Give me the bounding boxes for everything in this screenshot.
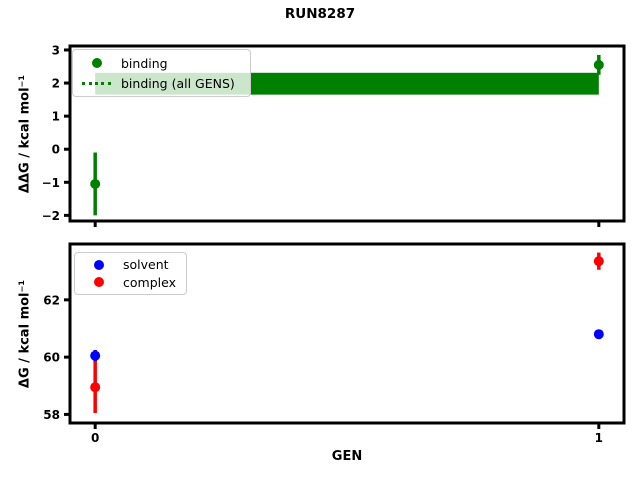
axes-frame: [68, 44, 626, 223]
legend-entry-binding-all-gens: binding (all GENS): [82, 73, 241, 93]
y-tick-label: 2: [52, 77, 60, 91]
legend-label-complex: complex: [123, 274, 176, 290]
data-point-complex: [593, 256, 604, 267]
legend-handle: [84, 277, 113, 288]
x-axis-label: GEN: [331, 449, 363, 464]
legend-handle: [82, 81, 111, 85]
legend-handle: [82, 58, 111, 68]
data-point-solvent: [593, 329, 604, 340]
legend-entry-solvent: solvent: [84, 256, 177, 274]
legend-label-solvent: solvent: [123, 257, 169, 273]
data-point-binding: [90, 178, 101, 189]
complex-marker-icon: [93, 277, 104, 288]
top-y-axis-label: ΔΔG / kcal mol⁻¹: [17, 74, 33, 194]
bottom-legend: solvent complex: [74, 252, 187, 295]
solvent-marker-icon: [93, 259, 104, 270]
binding-marker-icon: [91, 58, 102, 68]
legend-entry-binding: binding: [82, 53, 241, 73]
legend-label-binding-all-gens: binding (all GENS): [121, 75, 235, 91]
y-tick-label: 62: [43, 293, 60, 307]
x-tick-label: 0: [91, 431, 99, 445]
y-tick-label: −1: [42, 176, 60, 190]
figure-title: RUN8287: [284, 6, 356, 22]
top-legend: binding binding (all GENS): [72, 49, 251, 97]
bottom-y-axis-label: ΔG / kcal mol⁻¹: [17, 279, 33, 389]
data-point-binding: [593, 59, 604, 70]
x-tick-label: 1: [595, 431, 603, 445]
data-point-complex: [90, 382, 101, 393]
legend-label-binding: binding: [121, 55, 168, 71]
legend-handle: [84, 259, 113, 270]
y-tick-label: 0: [52, 143, 60, 157]
data-point-solvent: [90, 350, 101, 361]
y-tick-label: −2: [42, 209, 60, 223]
y-tick-label: 3: [52, 43, 60, 57]
dotted-line-icon: [82, 81, 111, 85]
y-tick-label: 60: [43, 351, 60, 365]
axes-frame: [68, 242, 626, 425]
legend-entry-complex: complex: [84, 274, 177, 292]
y-tick-label: 1: [52, 110, 60, 124]
y-tick-label: 58: [43, 408, 60, 422]
